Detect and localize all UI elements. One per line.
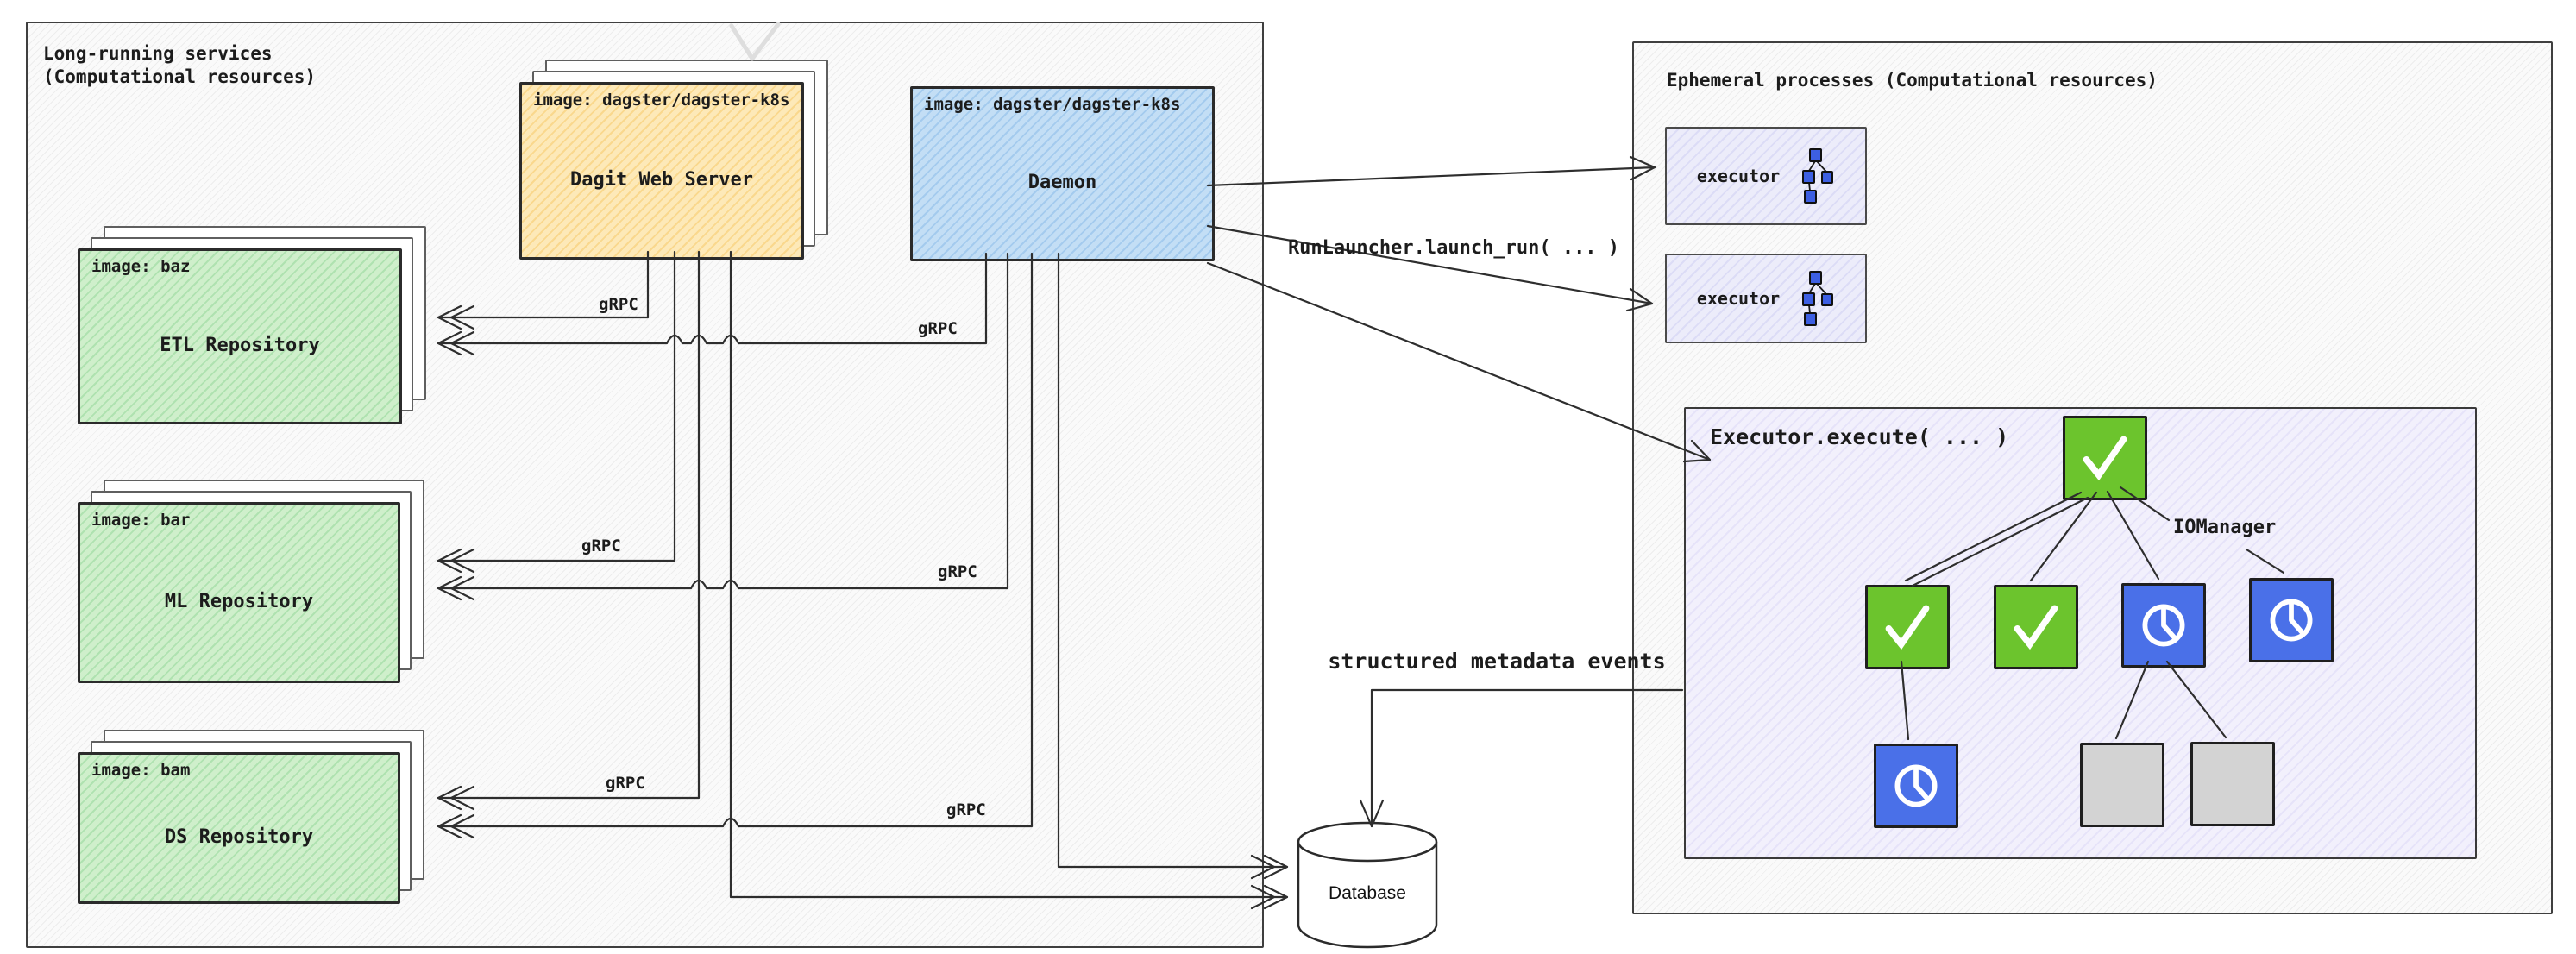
executor-execute-title: Executor.execute( ... ) — [1710, 424, 2009, 449]
step-node — [1994, 585, 2078, 669]
step-node — [1865, 585, 1950, 669]
executor-execute-box: Executor.execute( ... ) IOManager — [1684, 407, 2477, 859]
grpc-label-daemon-etl: gRPC — [918, 319, 958, 338]
step-node-root — [2063, 416, 2147, 500]
iomanager-label: IOManager — [2173, 517, 2277, 538]
database-cylinder: Database — [1294, 818, 1441, 954]
check-icon — [2014, 605, 2058, 650]
ds-repository-box: image: bam DS Repository — [78, 752, 400, 904]
long-running-services-panel: Long-running services(Computational reso… — [26, 22, 1264, 948]
left-panel-title: Long-running services(Computational reso… — [43, 42, 316, 89]
ds-repository-stack: image: bam DS Repository — [78, 730, 424, 904]
dagit-web-server-box: image: dagster/dagster-k8s Dagit Web Ser… — [519, 82, 804, 260]
check-icon — [2083, 436, 2127, 481]
etl-image-label: image: baz — [91, 257, 191, 276]
step-node — [2249, 578, 2334, 662]
ml-image-label: image: bar — [91, 511, 191, 530]
arrow-daemon-executor1 — [1206, 155, 1656, 187]
executor-2-label: executor — [1696, 288, 1781, 309]
step-node — [2190, 742, 2275, 826]
etl-repository-box: image: baz ETL Repository — [78, 248, 402, 424]
daemon-stack: image: dagster/dagster-k8s Daemon — [910, 86, 1215, 261]
grpc-label-dagit-ml: gRPC — [581, 537, 621, 555]
metadata-events-label: structured metadata events — [1328, 649, 1666, 674]
executor-box-2: executor — [1665, 254, 1867, 343]
daemon-box: image: dagster/dagster-k8s Daemon — [910, 86, 1215, 261]
step-node — [2121, 583, 2206, 668]
left-panel-title-line1: Long-running services — [43, 43, 273, 64]
clock-icon — [2270, 599, 2313, 642]
database-shape — [1297, 821, 1438, 949]
etl-name: ETL Repository — [160, 334, 320, 356]
grpc-label-daemon-ml: gRPC — [938, 562, 977, 581]
executor-1-label: executor — [1696, 166, 1781, 186]
step-node — [2080, 743, 2164, 827]
runlauncher-label: RunLauncher.launch_run( ... ) — [1287, 237, 1620, 259]
executor-box-1: executor — [1665, 127, 1867, 225]
grpc-label-dagit-etl: gRPC — [599, 295, 638, 314]
step-node — [1874, 744, 1958, 828]
clock-icon — [2142, 604, 2185, 647]
ephemeral-processes-panel: Ephemeral processes (Computational resou… — [1632, 41, 2553, 914]
left-panel-title-line2: (Computational resources) — [43, 66, 317, 87]
etl-repository-stack: image: baz ETL Repository — [78, 226, 426, 424]
grpc-label-daemon-ds: gRPC — [946, 800, 986, 819]
database-label: Database — [1329, 883, 1406, 903]
dagit-image-label: image: dagster/dagster-k8s — [533, 91, 790, 110]
ds-name: DS Repository — [164, 825, 314, 848]
mini-dag-icon — [1802, 271, 1834, 326]
clock-icon — [1894, 764, 1938, 807]
daemon-name: Daemon — [1027, 172, 1097, 193]
grpc-label-dagit-ds: gRPC — [606, 774, 645, 793]
daemon-image-label: image: dagster/dagster-k8s — [924, 95, 1181, 114]
right-panel-title: Ephemeral processes (Computational resou… — [1667, 70, 2158, 91]
mini-dag-icon — [1802, 148, 1834, 204]
dagit-web-server-stack: image: dagster/dagster-k8s Dagit Web Ser… — [519, 60, 828, 260]
ml-repository-stack: image: bar ML Repository — [78, 480, 424, 683]
check-icon — [1885, 605, 1930, 650]
ml-repository-box: image: bar ML Repository — [78, 502, 400, 683]
ds-image-label: image: bam — [91, 761, 191, 780]
ml-name: ML Repository — [164, 590, 314, 612]
dagit-name: Dagit Web Server — [570, 168, 753, 191]
